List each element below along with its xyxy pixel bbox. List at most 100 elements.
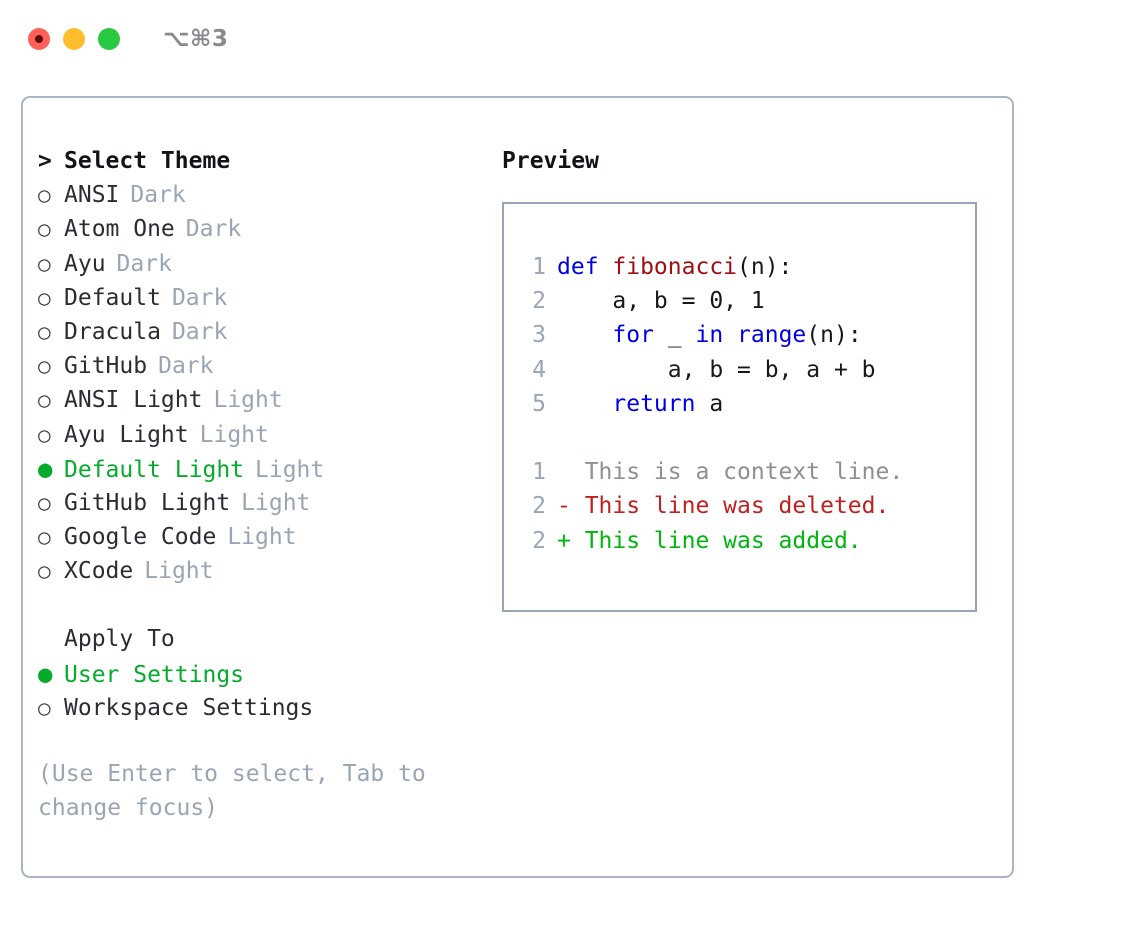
- code-token: (n):: [806, 322, 862, 349]
- code-token: a, b = 0, 1: [557, 288, 765, 315]
- theme-list-item[interactable]: ○ Atom One Dark: [38, 212, 488, 246]
- theme-mode-badge: Light: [199, 421, 269, 448]
- apply-to-label: Workspace Settings: [64, 694, 314, 721]
- theme-list-item[interactable]: ○ Dracula Dark: [38, 315, 488, 349]
- code-token: [723, 322, 737, 348]
- line-number: 2: [532, 527, 546, 554]
- theme-name-label: Google Code: [64, 524, 217, 551]
- code-blank-line: [516, 421, 903, 455]
- theme-list-item[interactable]: ○ GitHub Dark: [38, 349, 488, 383]
- caret-icon: >: [38, 148, 52, 174]
- theme-name-label: ANSI: [64, 182, 120, 209]
- code-line-text: return a: [557, 387, 723, 421]
- radio-unselected-icon[interactable]: ○: [38, 217, 51, 242]
- code-line: 1 def fibonacci(n):: [516, 250, 903, 284]
- line-number: 5: [532, 390, 546, 417]
- title-bar: ⌥⌘3: [0, 0, 1140, 78]
- radio-unselected-icon[interactable]: ○: [38, 285, 51, 310]
- radio-selected-icon[interactable]: ●: [38, 659, 53, 688]
- radio-unselected-icon[interactable]: ○: [38, 319, 51, 344]
- code-line-text: - This line was deleted.: [557, 489, 889, 523]
- keyboard-hint-text: (Use Enter to select, Tab to change focu…: [38, 761, 426, 821]
- diff-line: 1 This is a context line.: [516, 455, 903, 489]
- code-line-text: a, b = b, a + b: [557, 353, 876, 387]
- select-theme-title: Select Theme: [64, 148, 231, 174]
- minimize-button-icon[interactable]: [63, 28, 85, 50]
- select-theme-header: > Select Theme: [38, 144, 488, 178]
- code-line-text: + This line was added.: [557, 524, 862, 558]
- apply-to-header: ○ Apply To: [38, 622, 488, 656]
- theme-name-label: GitHub Light: [64, 489, 231, 516]
- maximize-button-icon[interactable]: [98, 28, 120, 50]
- code-token: in: [695, 322, 724, 349]
- diff-line: 2 - This line was deleted.: [516, 489, 903, 523]
- code-token: _: [653, 322, 696, 349]
- theme-mode-badge: Dark: [116, 250, 172, 277]
- theme-mode-badge: Dark: [171, 284, 228, 311]
- theme-list-item[interactable]: ○ GitHub Light Light: [38, 486, 488, 520]
- theme-list-item[interactable]: ○ Google Code Light: [38, 520, 488, 554]
- theme-name-label: GitHub: [64, 353, 148, 380]
- theme-mode-badge: Light: [227, 524, 297, 551]
- theme-list-item[interactable]: ● Default Light Light: [38, 452, 488, 486]
- line-number: 3: [532, 322, 546, 349]
- theme-name-label: Dracula: [64, 318, 161, 345]
- apply-to-spacer: ○: [38, 622, 64, 656]
- theme-name-label: XCode: [64, 558, 134, 585]
- code-token: a: [695, 390, 724, 417]
- keyboard-shortcut-label: ⌥⌘3: [163, 26, 229, 52]
- close-button-icon[interactable]: [28, 28, 50, 50]
- line-number: 2: [532, 493, 546, 520]
- code-token: def: [557, 254, 613, 280]
- radio-unselected-icon[interactable]: ○: [38, 525, 51, 550]
- radio-unselected-icon[interactable]: ○: [38, 251, 51, 276]
- theme-mode-badge: Dark: [171, 318, 228, 345]
- code-line: 2 a, b = 0, 1: [516, 284, 903, 318]
- code-token: + This line was added.: [557, 527, 862, 554]
- theme-mode-badge: Dark: [130, 182, 186, 209]
- radio-unselected-icon[interactable]: ○: [38, 422, 51, 447]
- radio-selected-icon[interactable]: ●: [38, 454, 53, 483]
- code-token: This is a context line.: [557, 459, 904, 486]
- code-line: 5 return a: [516, 387, 903, 421]
- apply-to-item[interactable]: ●User Settings: [38, 657, 488, 691]
- theme-name-label: Default Light: [64, 456, 245, 483]
- theme-list-item[interactable]: ○ ANSI Dark: [38, 178, 488, 212]
- theme-mode-badge: Dark: [158, 353, 214, 380]
- code-token: range: [737, 322, 807, 349]
- theme-name-label: Ayu Light: [64, 421, 189, 448]
- radio-unselected-icon[interactable]: ○: [38, 559, 51, 584]
- preview-title: Preview: [502, 148, 599, 174]
- theme-name-label: ANSI Light: [64, 387, 203, 414]
- code-token: - This line was deleted.: [557, 493, 890, 520]
- code-line: 3 for _ in range(n):: [516, 318, 903, 352]
- radio-unselected-icon[interactable]: ○: [38, 183, 51, 208]
- line-number: 1: [532, 459, 546, 486]
- radio-unselected-icon[interactable]: ○: [38, 695, 51, 720]
- theme-mode-badge: Light: [241, 489, 311, 516]
- theme-name-label: Atom One: [64, 216, 175, 243]
- radio-unselected-icon[interactable]: ○: [38, 490, 51, 515]
- theme-mode-badge: Dark: [185, 216, 242, 243]
- diff-line: 2 + This line was added.: [516, 524, 903, 558]
- apply-to-item[interactable]: ○ Workspace Settings: [38, 691, 488, 725]
- code-token: [557, 322, 612, 348]
- theme-list-item[interactable]: ○ Ayu Light Light: [38, 418, 488, 452]
- theme-mode-badge: Light: [255, 456, 325, 483]
- radio-unselected-icon[interactable]: ○: [38, 354, 51, 379]
- line-number: 1: [532, 254, 546, 280]
- code-line-text: def fibonacci(n):: [557, 250, 792, 284]
- radio-unselected-icon[interactable]: ○: [38, 388, 51, 413]
- line-number: 4: [532, 356, 546, 383]
